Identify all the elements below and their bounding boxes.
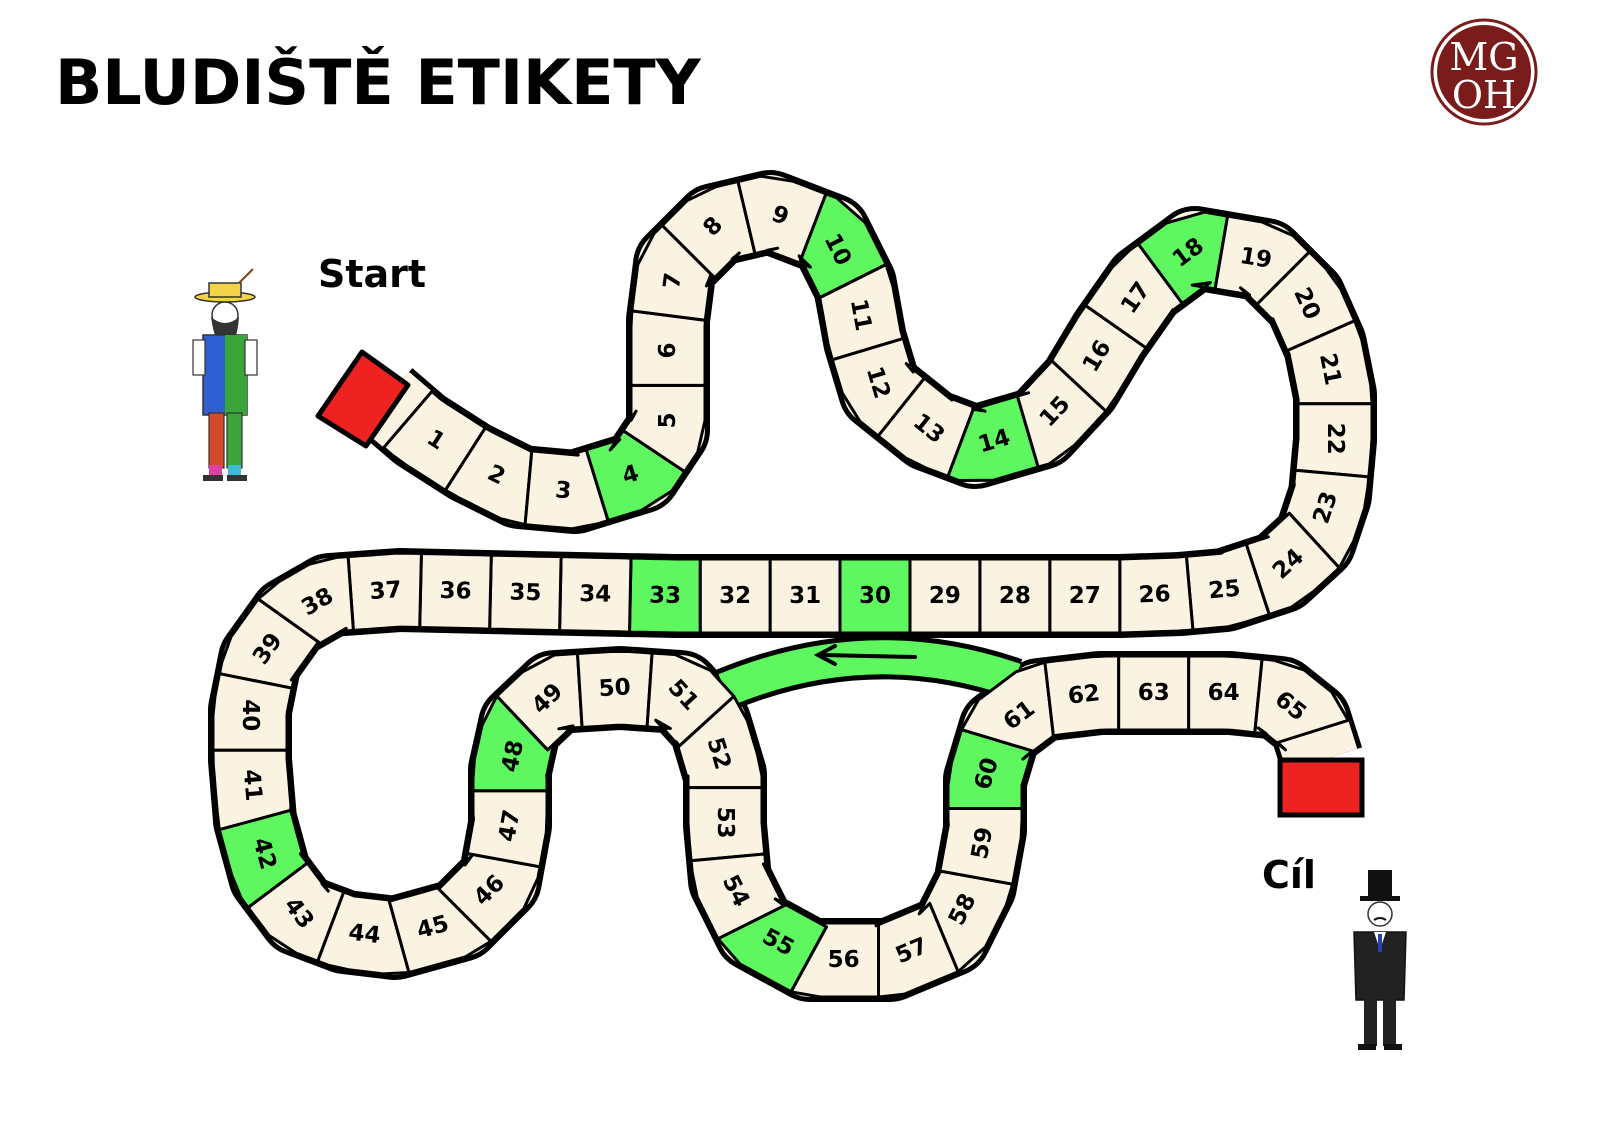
track-square[interactable]: 56 (789, 921, 880, 999)
square-number: 11 (845, 297, 876, 333)
track-square[interactable]: 2 (443, 426, 536, 527)
track-square[interactable]: 28 (978, 557, 1052, 635)
track-square[interactable]: 25 (1184, 542, 1271, 632)
logo-text-bottom: OH (1452, 73, 1516, 117)
track-square[interactable]: 30 (838, 557, 912, 635)
track-square[interactable]: 52 (674, 694, 764, 790)
square-number: 31 (789, 583, 821, 609)
square-number: 63 (1138, 680, 1170, 706)
track-square[interactable]: 27 (1048, 557, 1122, 635)
track-square[interactable]: 59 (938, 807, 1024, 886)
square-number: 32 (719, 583, 751, 609)
square-number: 5 (655, 412, 681, 428)
plain-square-tile (1253, 657, 1350, 752)
track-square[interactable]: 64 (1187, 654, 1264, 735)
track-square[interactable]: 35 (488, 553, 563, 633)
square-number: 47 (494, 808, 525, 844)
track-square[interactable]: 38 (256, 555, 355, 648)
square-number: 50 (598, 674, 632, 702)
finish-square[interactable] (1277, 757, 1365, 818)
square-number: 37 (369, 577, 403, 605)
square-number: 35 (509, 580, 542, 607)
square-number: 30 (859, 583, 891, 609)
square-number: 22 (1322, 423, 1348, 455)
square-number: 19 (1238, 243, 1274, 274)
track-square[interactable]: 33 (628, 556, 702, 635)
square-number: 4 (619, 460, 642, 490)
track-square[interactable]: 18 (1136, 210, 1230, 305)
mgoh-logo: MG OH (1430, 18, 1538, 126)
vagabond-figure-icon (192, 268, 258, 481)
track-square[interactable]: 12 (830, 337, 926, 438)
square-number: 21 (1314, 351, 1346, 387)
track-square[interactable]: 9 (736, 174, 828, 265)
square-number: 6 (655, 342, 681, 358)
track-square[interactable]: 44 (316, 890, 411, 976)
square-number: 53 (712, 807, 738, 839)
page-title: BLUDIŠTĚ ETIKETY (55, 46, 702, 119)
square-number: 27 (1069, 583, 1101, 609)
square-number: 59 (967, 825, 998, 861)
track-square[interactable]: 34 (558, 555, 633, 634)
track-square[interactable]: 48 (471, 694, 556, 793)
track-square[interactable]: 6 (629, 309, 707, 387)
track-square[interactable]: 29 (908, 557, 982, 635)
track-square[interactable]: 41 (211, 748, 293, 832)
start-square[interactable] (315, 349, 411, 449)
track-square[interactable]: 31 (768, 557, 842, 635)
finish-label: Cíl (1262, 853, 1316, 897)
track-square[interactable]: 65 (1253, 657, 1350, 752)
left-arrow-icon (813, 644, 917, 666)
square-number: 34 (579, 581, 612, 608)
track-square[interactable]: 53 (686, 786, 767, 863)
square-number: 25 (1207, 576, 1241, 605)
square-number: 7 (659, 271, 687, 290)
square-number: 29 (929, 583, 961, 609)
square-number: 3 (554, 477, 572, 504)
square-number: 64 (1208, 680, 1240, 706)
square-number: 33 (649, 582, 682, 609)
track-square[interactable]: 26 (1118, 554, 1195, 635)
track-square[interactable]: 47 (465, 789, 549, 869)
square-number: 56 (828, 947, 860, 973)
square-number: 36 (439, 578, 472, 605)
track-square[interactable]: 37 (346, 551, 423, 632)
track-square[interactable]: 54 (689, 852, 786, 941)
track-square[interactable]: 62 (1043, 654, 1121, 738)
square-number: 28 (999, 583, 1031, 609)
track-square[interactable]: 40 (211, 672, 294, 752)
track-square[interactable]: 61 (960, 660, 1062, 761)
track-square[interactable]: 22 (1293, 402, 1374, 479)
logo-text-top: MG (1449, 35, 1518, 79)
track-square[interactable]: 46 (437, 852, 542, 943)
shortcut-band (716, 635, 1023, 711)
square-number: 41 (238, 768, 267, 802)
track-square[interactable]: 50 (576, 649, 654, 729)
track-square[interactable]: 63 (1117, 654, 1191, 732)
square-number: 26 (1138, 581, 1171, 608)
start-label: Start (318, 252, 426, 296)
square-number: 62 (1066, 680, 1101, 710)
gentleman-in-top-hat-icon (1353, 870, 1407, 1050)
square-number: 40 (237, 699, 263, 731)
track-square[interactable]: 32 (698, 557, 772, 635)
track-square[interactable]: 36 (418, 552, 493, 631)
square-number: 44 (347, 919, 382, 949)
